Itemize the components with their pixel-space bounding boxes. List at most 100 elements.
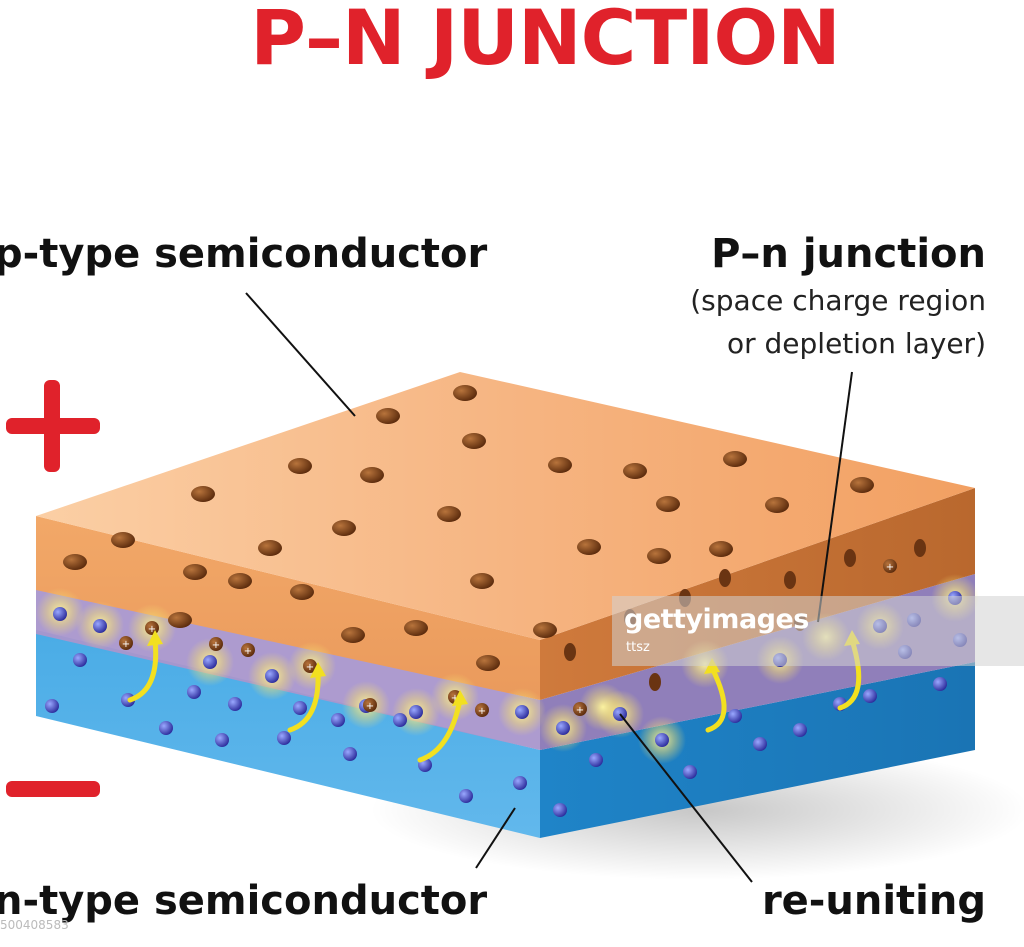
hole-side [914,539,926,557]
hole-sign: + [122,639,130,650]
hole [209,637,223,651]
hole [470,573,494,589]
electron [515,705,529,719]
junction-sublabel-2: or depletion layer) [726,327,986,360]
electron [343,747,357,761]
hole [573,702,587,716]
hole [119,636,133,650]
hole-sign: + [478,706,486,717]
hole [241,643,255,657]
electron [331,713,345,727]
hole [404,620,428,636]
arrow-head [452,690,468,706]
electron [228,697,242,711]
electron [93,619,107,633]
hole-side [649,673,661,691]
electron [863,689,877,703]
arrow-head [147,630,163,646]
hole-sign: + [212,640,220,651]
hole [476,655,500,671]
electron [459,789,473,803]
n-type-label: n-type semiconductor [0,878,488,924]
hole [883,559,897,573]
electron [409,705,423,719]
arrow-shaft [287,669,321,733]
reuniting-leader-line [619,713,753,883]
hole [63,554,87,570]
stock-image-id: 500408583 [0,918,69,932]
hole [475,703,489,717]
hole [656,496,680,512]
electron [215,733,229,747]
hole-sign: + [886,562,894,573]
electron [556,721,570,735]
hole [533,622,557,638]
electron [187,685,201,699]
hole [623,463,647,479]
hole-sign: + [306,662,314,673]
hole [548,457,572,473]
hole [723,451,747,467]
watermark-brand: gettyimages [624,604,809,635]
arrow-head [704,658,720,674]
electron [73,653,87,667]
hole [228,573,252,589]
junction-label: P–n junction [711,231,986,277]
p-region-front-face [36,516,540,700]
hole [850,477,874,493]
hole [360,467,384,483]
electron [45,699,59,713]
junction-sublabel-1: (space charge region [690,284,986,317]
n-type-leader-line [475,807,516,869]
arrow-shaft [127,637,159,703]
hole [168,612,192,628]
electron [589,753,603,767]
hole-side [719,569,731,587]
p-type-leader-line [245,292,356,417]
hole [765,497,789,513]
watermark-banner [612,596,1024,666]
electron [53,607,67,621]
electron [203,655,217,669]
hole [303,659,317,673]
hole [290,584,314,600]
hole-sign: + [366,701,374,712]
hole [288,458,312,474]
reuniting-label: re-uniting [761,878,986,924]
electron [793,723,807,737]
hole [647,548,671,564]
hole-sign: + [576,705,584,716]
electron [159,721,173,735]
hole [462,433,486,449]
hole-sign: + [244,646,252,657]
watermark-user: ttsz [626,640,650,655]
hole [437,506,461,522]
hole [341,627,365,643]
hole [111,532,135,548]
minus-sign-icon [6,781,100,797]
electron [293,701,307,715]
electron [683,765,697,779]
p-type-label: p-type semiconductor [0,231,488,277]
hole-side [844,549,856,567]
hole [709,541,733,557]
hole [191,486,215,502]
hole-sign: + [451,693,459,704]
hole-side [564,643,576,661]
hole [258,540,282,556]
glow [579,683,627,731]
electron [753,737,767,751]
hole-sign: + [148,624,156,635]
electron [393,713,407,727]
diagram-title: P–N JUNCTION [250,0,840,82]
electron [655,733,669,747]
electron [513,776,527,790]
electron [553,803,567,817]
electron [265,669,279,683]
hole [577,539,601,555]
electron [728,709,742,723]
hole-side [784,571,796,589]
hole [453,385,477,401]
arrow-shaft [417,697,463,763]
